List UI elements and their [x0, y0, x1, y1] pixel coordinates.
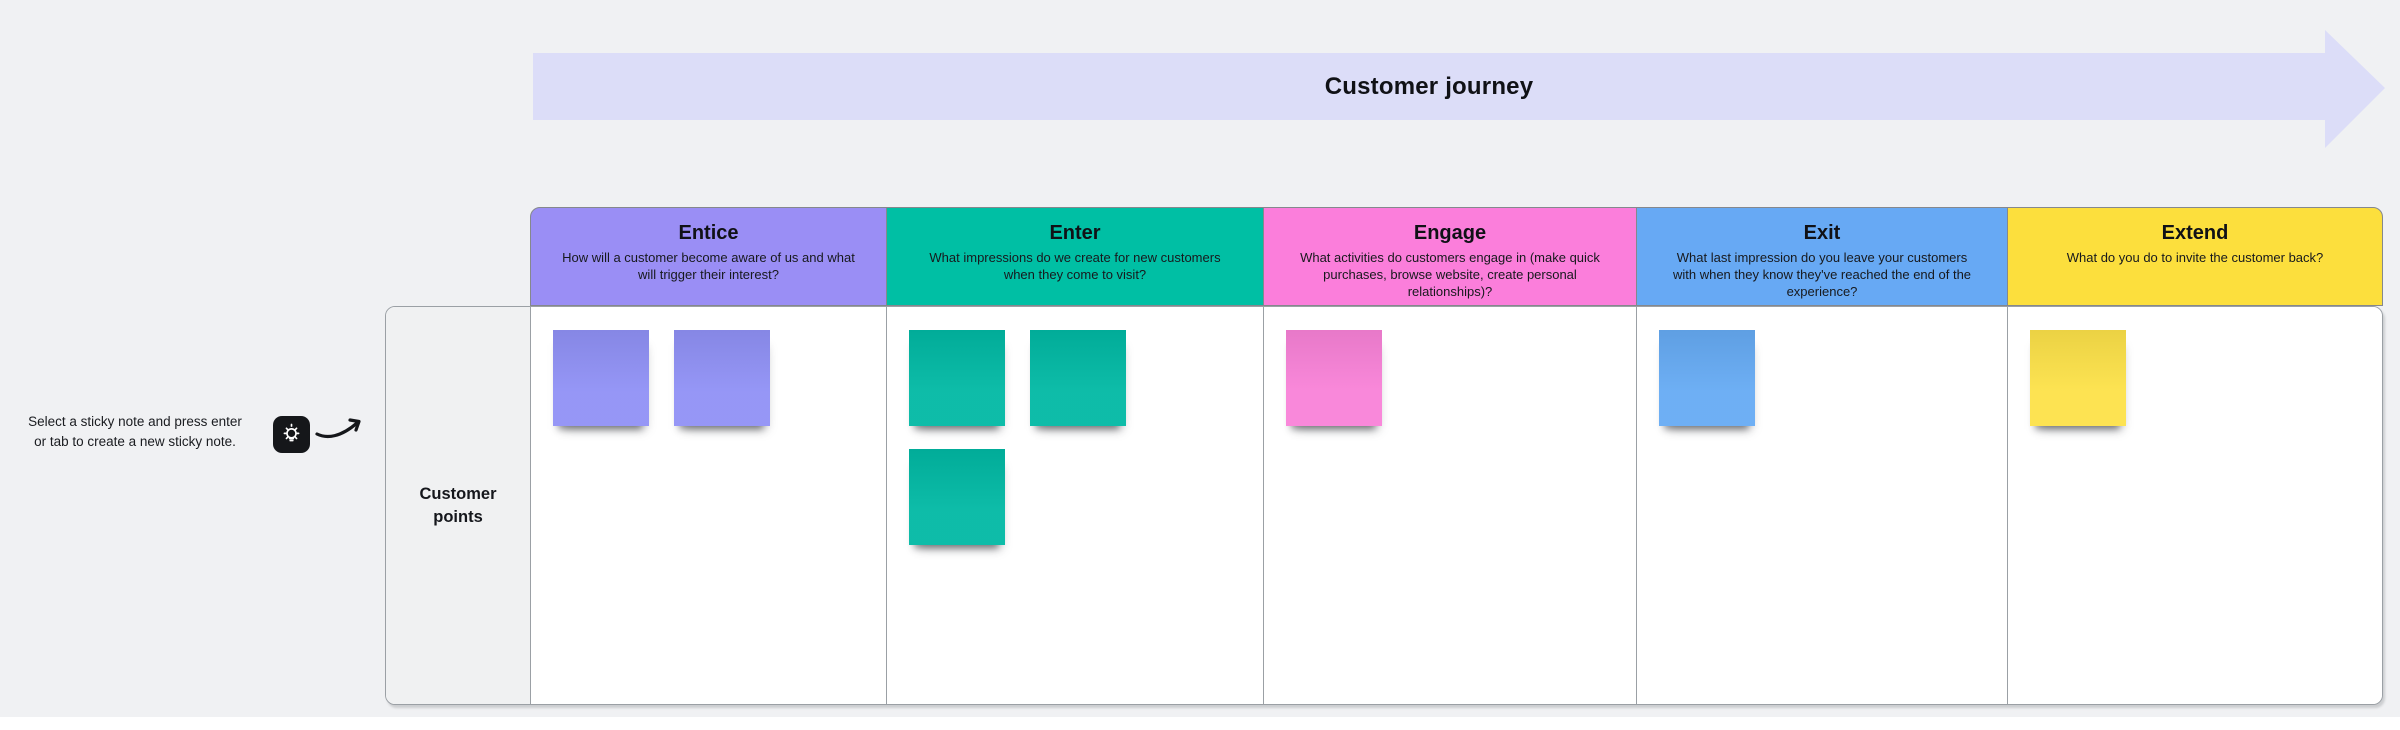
column-header-enter[interactable]: Enter What impressions do we create for …	[886, 208, 1263, 305]
column-header-exit[interactable]: Exit What last impression do you leave y…	[1636, 208, 2007, 305]
column-description: What last impression do you leave your c…	[1672, 250, 1972, 299]
column-title: Exit	[1803, 222, 1841, 244]
column-header-engage[interactable]: Engage What activities do customers enga…	[1263, 208, 1636, 305]
column-description: How will a customer become aware of us a…	[562, 250, 855, 282]
column-title: Enter	[1049, 222, 1101, 244]
customer-points-row: Customer points	[385, 306, 2383, 705]
sticky-note[interactable]	[2030, 330, 2126, 426]
sticky-note[interactable]	[1030, 330, 1126, 426]
row-label-customer-points[interactable]: Customer points	[386, 307, 531, 704]
sticky-note[interactable]	[674, 330, 770, 426]
journey-arrow-shape[interactable]	[533, 28, 2385, 152]
column-title: Engage	[1413, 222, 1487, 244]
hint-line-1: Select a sticky note and press enter	[28, 414, 242, 429]
column-title: Extend	[2161, 222, 2229, 244]
sticky-note[interactable]	[909, 330, 1005, 426]
column-description: What impressions do we create for new cu…	[929, 250, 1221, 282]
sticky-note[interactable]	[909, 449, 1005, 545]
journey-arrow-label: Customer journey	[1324, 72, 1534, 100]
column-title: Entice	[678, 222, 739, 244]
cell-entice[interactable]	[531, 307, 886, 704]
cell-extend[interactable]	[2007, 307, 2382, 704]
column-header-extend[interactable]: Extend What do you do to invite the cust…	[2007, 208, 2382, 305]
column-header-entice[interactable]: Entice How will a customer become aware …	[531, 208, 886, 305]
sticky-note[interactable]	[553, 330, 649, 426]
cell-enter[interactable]	[886, 307, 1263, 704]
cell-engage[interactable]	[1263, 307, 1636, 704]
hint-text: Select a sticky note and press enter or …	[12, 412, 258, 452]
column-description: What activities do customers engage in (…	[1300, 250, 1600, 299]
cell-exit[interactable]	[1636, 307, 2007, 704]
sticky-note[interactable]	[1659, 330, 1755, 426]
sticky-note[interactable]	[1286, 330, 1382, 426]
curved-arrow-icon	[315, 418, 361, 439]
journey-header-row: Entice How will a customer become aware …	[530, 207, 2383, 306]
lightbulb-icon	[273, 416, 310, 453]
canvas-bottom-edge	[0, 717, 2400, 730]
hint-line-2: or tab to create a new sticky note.	[34, 434, 236, 449]
column-description: What do you do to invite the customer ba…	[2066, 250, 2324, 265]
